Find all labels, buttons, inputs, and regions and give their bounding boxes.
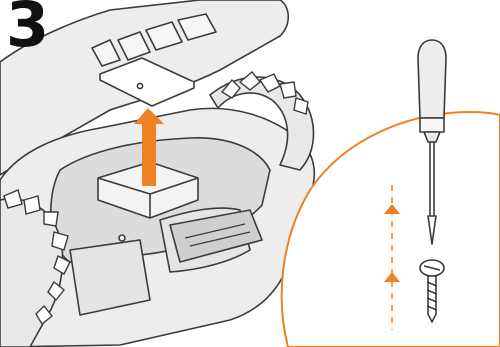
step-number: 3 (6, 0, 47, 56)
screw-hole (119, 235, 125, 241)
detail-magnifier-circle (282, 112, 500, 347)
